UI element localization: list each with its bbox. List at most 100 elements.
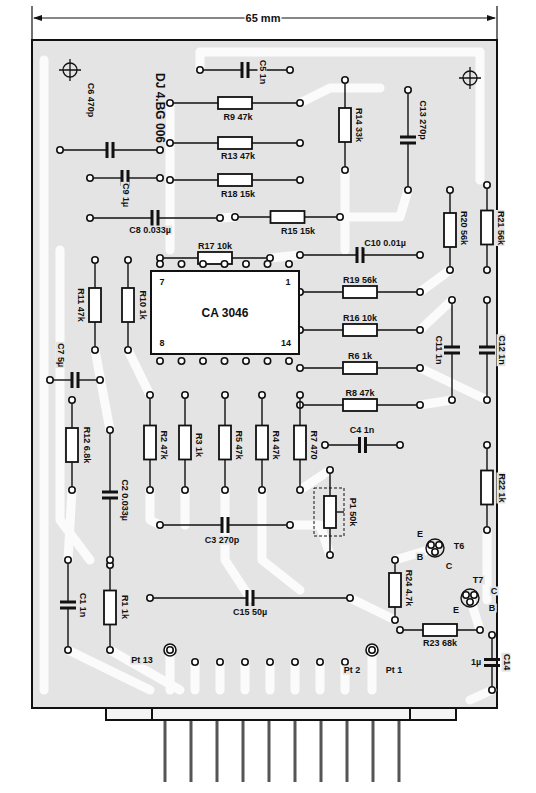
component-label: R24 4.7k: [404, 569, 413, 608]
capacitor-plate: [241, 62, 244, 78]
capacitor-symbol: [157, 517, 293, 533]
resistor-symbol: [179, 392, 191, 493]
solder-pad: [449, 297, 455, 303]
solder-pad: [57, 147, 63, 153]
capacitor-plate: [112, 142, 115, 158]
resistor-symbol: [297, 362, 423, 374]
solder-pad: [157, 358, 163, 364]
resistor-body: [343, 324, 377, 336]
solder-pad: [489, 687, 495, 693]
potentiometer-outline: [314, 488, 344, 536]
solder-pad: [264, 261, 270, 267]
resistor-body: [444, 213, 456, 247]
copper-trace: [300, 88, 380, 103]
connector-pin: [398, 718, 401, 782]
copper-trace: [241, 662, 250, 690]
solder-pad: [47, 377, 53, 383]
component-label: R6 1k: [347, 352, 373, 361]
solder-pad: [200, 358, 206, 364]
solder-pad: [417, 252, 423, 258]
potentiometer-symbol: [314, 467, 344, 558]
capacitor-plate: [356, 247, 359, 263]
component-label: Pt 2: [343, 666, 362, 675]
component-lead: [109, 430, 110, 492]
resistor-body: [343, 286, 377, 298]
solder-pad: [147, 392, 153, 398]
solder-pad: [447, 267, 453, 273]
component-label: Pt 1: [385, 666, 404, 675]
resistor-body: [343, 362, 377, 374]
solder-pad: [436, 542, 442, 548]
copper-trace: [95, 350, 110, 430]
board-outline: [32, 40, 497, 708]
ic-package: CA 3046: [150, 270, 300, 355]
solder-pad: [369, 647, 375, 653]
test-point: [366, 644, 378, 656]
component-lead: [486, 300, 487, 347]
connector-pin: [320, 718, 323, 782]
resistor-symbol: [157, 252, 273, 264]
test-point-ring: [366, 644, 378, 656]
resistor-symbol: [167, 137, 303, 149]
resistor-symbol: [232, 211, 343, 223]
solder-pad: [97, 377, 103, 383]
capacitor-symbol: [147, 590, 353, 606]
capacitor-plate: [151, 210, 154, 226]
solder-pad: [463, 592, 469, 598]
component-label: C5 1n: [258, 59, 267, 86]
resistor-body: [179, 426, 191, 460]
component-lead: [67, 608, 68, 650]
capacitor-plate: [102, 491, 118, 494]
solder-pad: [92, 257, 98, 263]
resistor-body: [481, 211, 493, 245]
copper-trace: [150, 490, 160, 525]
resistor-symbol: [481, 442, 493, 533]
resistor-symbol: [104, 562, 116, 653]
component-label: C1 1n: [78, 592, 87, 619]
resistor-body: [104, 591, 116, 625]
solder-pad: [259, 487, 265, 493]
solder-pad: [392, 557, 398, 563]
component-label: T7: [472, 576, 485, 585]
copper-trace: [270, 255, 300, 258]
solder-pad: [267, 659, 273, 665]
connector-pin: [294, 718, 297, 782]
resistor-symbol: [397, 624, 483, 636]
solder-pad: [167, 647, 173, 653]
connector-pin: [268, 718, 271, 782]
capacitor-symbol: [102, 427, 118, 563]
dimension: [32, 6, 497, 42]
component-label: C6 470p: [86, 82, 95, 119]
capacitor-plate: [157, 210, 160, 226]
resistor-body: [218, 97, 252, 109]
component-lead: [158, 217, 220, 218]
component-label: R21 56k: [496, 210, 505, 246]
copper-trace: [128, 350, 150, 395]
solder-pad: [432, 549, 438, 555]
component-label: C15 50µ: [232, 608, 268, 617]
resistor-symbol: [122, 257, 134, 353]
capacitor-symbol: [484, 632, 500, 693]
solder-pad: [167, 100, 173, 106]
solder-pad: [392, 617, 398, 623]
solder-pad: [327, 552, 333, 558]
component-lead: [228, 524, 290, 525]
capacitor-plate: [479, 352, 495, 355]
resistor-symbol: [89, 257, 101, 353]
resistor-body: [481, 471, 493, 505]
component-label: R13 47k: [220, 152, 256, 161]
capacitor-plate: [400, 136, 416, 139]
component-label: R10 1k: [138, 289, 147, 320]
solder-pad: [221, 261, 227, 267]
solder-pad: [287, 522, 293, 528]
board-id-label: DJ 4.BG 006: [154, 72, 166, 144]
component-label: R11 47k: [76, 287, 85, 323]
solder-pad: [242, 659, 248, 665]
capacitor-symbol: [297, 247, 423, 263]
component-label: R18 15k: [220, 190, 256, 199]
resistor-body: [423, 624, 457, 636]
capacitor-symbol: [400, 87, 416, 193]
component-lead: [253, 597, 350, 598]
capacitor-plate: [444, 352, 460, 355]
component-label: 7: [158, 278, 165, 287]
